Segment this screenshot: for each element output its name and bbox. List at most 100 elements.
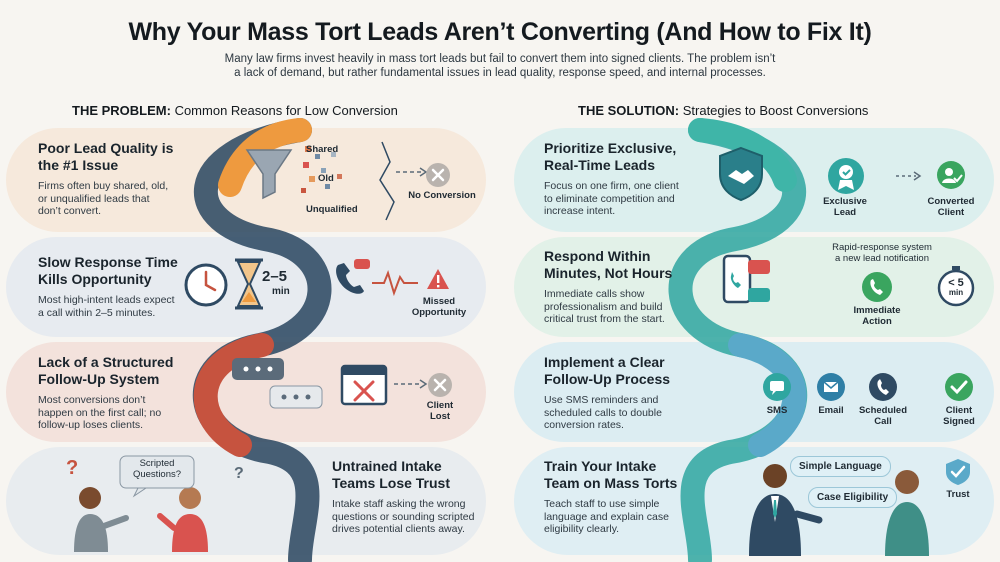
label-email: Email (818, 405, 844, 416)
solution-card-1-desc-line-1: Focus on one firm, one client (544, 180, 679, 192)
svg-text:?: ? (66, 457, 78, 479)
label-converted: Converted (927, 196, 975, 207)
problem-card-2-title-line-2: Kills Opportunity (38, 271, 152, 287)
label-min: min (272, 286, 290, 297)
label-2-5: 2–5 (262, 268, 288, 285)
converted-client-icon (937, 161, 965, 189)
problem-card-2-desc-line-1: Most high-intent leads expect (38, 294, 175, 306)
label-min-2: min (948, 288, 964, 297)
solution-card-4-desc-line-1: Teach staff to use simple (544, 498, 660, 510)
label-lost: Lost (429, 411, 451, 422)
label-scripted: Scripted (139, 458, 175, 469)
solution-card-1-title-line-2: Real-Time Leads (544, 157, 656, 173)
chat-bubbles-icon (232, 358, 323, 409)
problem-card-3-desc-line-1: Most conversions don’t (38, 394, 146, 406)
stopwatch-icon (937, 266, 975, 307)
problem-heading-rest: Common Reasons for Low Conversion (170, 103, 398, 118)
label-missed: Missed (422, 296, 456, 307)
problem-card-1-desc: Firms often buy shared, old,or unqualifi… (38, 180, 208, 218)
label-unqualified: Unqualified (306, 204, 358, 215)
label-old: Old (318, 173, 334, 184)
calendar-x-icon (340, 364, 388, 406)
label-scheduled: Scheduled (858, 405, 908, 416)
solution-card-1-desc-line-3: increase intent. (544, 205, 616, 217)
solution-heading: THE SOLUTION: Strategies to Boost Conver… (578, 103, 868, 118)
label-client-1: Client (937, 207, 965, 218)
problem-card-3-title-line-2: Follow-Up System (38, 371, 160, 387)
label-action: Action (862, 316, 892, 327)
missed-call-graphic (336, 259, 418, 297)
problem-card-3-desc-line-3: follow-up loses clients. (38, 419, 144, 431)
label-questions: Questions? (132, 469, 182, 480)
label-trust: Trust (946, 489, 970, 500)
page-title: Why Your Mass Tort Leads Aren’t Converti… (128, 18, 872, 46)
label-call: Call (874, 416, 892, 427)
problem-card-1-desc-line-3: don’t convert. (38, 205, 102, 217)
problem-card-4-desc-line-1: Intake staff asking the wrong (332, 498, 466, 510)
pill-case-eligibility: Case Eligibility (808, 487, 898, 508)
client-signed-icon (945, 373, 973, 401)
problem-card-3-title-line-1: Lack of a Structured (38, 354, 174, 370)
solution-card-1-title-line-1: Prioritize Exclusive, (544, 140, 677, 156)
label-rapid-response-line-1: Rapid-response system (832, 242, 932, 253)
label-client: Client (426, 400, 454, 411)
problem-heading-bold: THE PROBLEM: (72, 103, 171, 118)
no-conversion-icon (426, 163, 450, 187)
svg-text:?: ? (234, 465, 244, 482)
solution-heading-bold: THE SOLUTION: (578, 103, 680, 118)
client-lost-icon (428, 373, 452, 397)
arrow-to-converted (896, 171, 922, 181)
solution-heading-rest: Strategies to Boost Conversions (679, 103, 869, 118)
label-lead: Lead (833, 207, 857, 218)
solution-card-3-title-line-2: Follow-Up Process (544, 371, 671, 387)
label-rapid-response-line-2: a new lead notification (834, 253, 929, 264)
solution-card-4-desc-line-2: language and explain case (544, 510, 669, 523)
label-sms: SMS (766, 405, 788, 416)
solution-band-2 (514, 237, 994, 337)
problem-card-4-title-line-2: Teams Lose Trust (332, 475, 451, 491)
staff-client-illustration (749, 464, 929, 556)
solution-card-1: Prioritize Exclusive,Real-Time Leads Foc… (544, 140, 714, 218)
problem-card-3-desc-line-2: happen on the first call; no (38, 406, 162, 419)
problem-card-2-desc-line-2: a call within 2–5 minutes. (38, 306, 156, 319)
problem-heading: THE PROBLEM: Common Reasons for Low Conv… (72, 103, 398, 118)
problem-card-4-title-line-1: Untrained Intake (332, 458, 442, 474)
problem-card-4-desc-line-2: questions or sounding scripted (332, 510, 475, 523)
page-subtitle: Many law firms invest heavily in mass to… (200, 52, 800, 80)
sms-icon (763, 373, 791, 401)
pill-simple-language: Simple Language (790, 456, 891, 477)
scheduled-call-icon (869, 373, 897, 401)
people-confused-illustration: ? ? (66, 457, 244, 552)
label-exclusive: Exclusive (823, 196, 867, 207)
solution-card-2-title-line-2: Minutes, Not Hours (544, 265, 673, 281)
solution-card-2-title-line-1: Respond Within (544, 248, 651, 264)
problem-card-1-title-line-1: Poor Lead Quality is (38, 140, 174, 156)
label-immediate: Immediate (853, 305, 901, 316)
solution-card-4-title-line-2: Team on Mass Torts (544, 475, 678, 491)
solution-card-3-desc-line-1: Use SMS reminders and (544, 394, 659, 406)
hourglass-icon (235, 258, 263, 310)
exclusive-lead-icon (828, 158, 864, 194)
problem-card-4-desc-line-3: drives potential clients away. (332, 523, 465, 535)
